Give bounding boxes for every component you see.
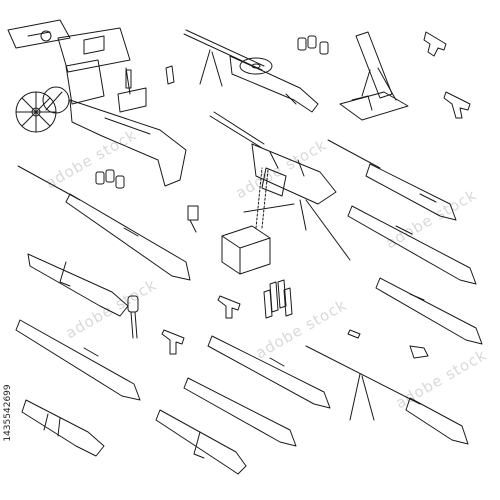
rifle-7: [183, 377, 297, 447]
ammo-box: [221, 167, 271, 275]
cartridge-1: [165, 65, 175, 85]
rifle-2: [327, 139, 457, 221]
maxim-wheel-right: [42, 86, 70, 114]
submachine-gun-2: [21, 399, 105, 457]
pistol-1: [443, 91, 471, 119]
degtyaryov-machine-gun: [183, 29, 319, 113]
grenade-shell: [409, 345, 429, 359]
stick-grenade-1: [187, 205, 199, 233]
mortar: [339, 31, 409, 121]
pistol-2: [217, 295, 241, 319]
maxim-shield: [65, 59, 105, 105]
binoculars-2: [95, 169, 125, 189]
maxim-cap: [40, 30, 52, 42]
rifle-5: [15, 319, 141, 401]
rifle-4: [375, 277, 483, 345]
mortar-baseplate: [339, 91, 409, 121]
maxim-barrel-jacket: [7, 19, 71, 49]
rifle-grenade: [347, 329, 361, 339]
tripod: [243, 199, 351, 261]
submachine-gun-1: [27, 253, 129, 317]
heavy-machine-gun: [209, 111, 351, 261]
maxim-body: [57, 27, 131, 73]
bipod: [199, 49, 223, 87]
rifle-6: [207, 335, 331, 409]
binoculars-1: [297, 35, 329, 55]
mortar-bipod: [361, 67, 397, 101]
ammo-belt: [255, 167, 263, 229]
assault-rifle: [155, 409, 247, 475]
anti-tank-bipod: [349, 373, 375, 421]
stick-grenade-2: [127, 295, 139, 339]
rifle-with-bayonet-1: [17, 165, 191, 281]
mortar-tube: [355, 31, 393, 99]
maxim-trail: [69, 99, 187, 187]
anti-tank-rifle: [305, 345, 469, 445]
pan-magazine: [239, 57, 273, 75]
pistol-3: [161, 329, 185, 355]
rifle-3: [347, 205, 477, 285]
maxim-handles: [117, 87, 147, 113]
cartridge-cluster: [263, 279, 293, 319]
maxim-machine-gun: [7, 19, 187, 187]
stock-id-label: 1435542699: [3, 384, 13, 442]
revolver: [423, 31, 447, 57]
maxim-sight: [125, 69, 132, 89]
